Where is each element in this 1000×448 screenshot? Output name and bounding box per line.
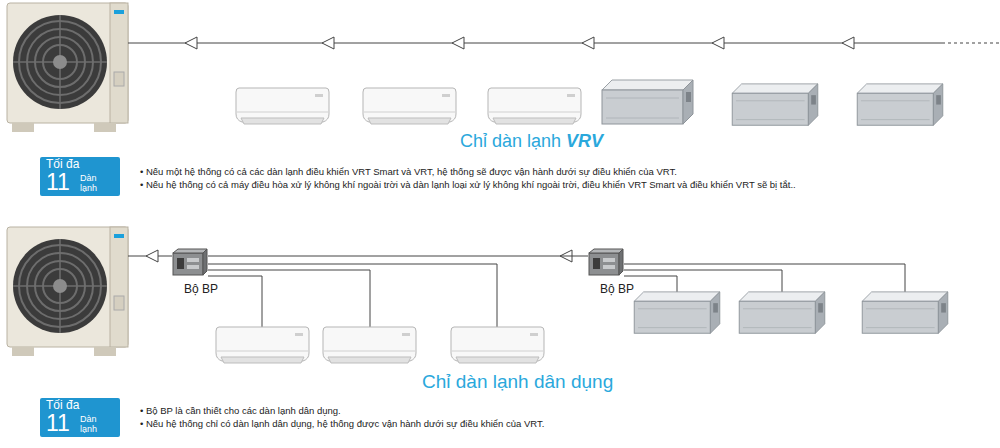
branch-pipe: [624, 270, 782, 292]
flow-arrow: [185, 37, 197, 49]
section-heading: VRV: [566, 130, 603, 152]
branch-pipe: [208, 264, 497, 327]
max-units-badge: Tối đa11Dàn lạnh: [40, 157, 120, 196]
bp-unit-symbol: [588, 248, 624, 278]
ducted-indoor-unit: [634, 292, 720, 333]
bp-unit: Bộ BP: [172, 248, 208, 278]
ducted-indoor-unit: [857, 84, 943, 125]
flow-arrow: [842, 37, 854, 49]
note-text: • Nếu hệ thống chỉ có dàn lạnh dân dụng,…: [140, 418, 544, 430]
branch-pipe: [624, 264, 905, 292]
badge-text: Tối đa: [46, 158, 112, 171]
flow-arrow: [582, 37, 594, 49]
section-heading: Chỉ dàn lạnh dân dụng: [422, 370, 613, 393]
badge-text: Tối đa: [46, 399, 112, 412]
flow-arrow: [452, 37, 464, 49]
unit-label: Bộ BP: [600, 282, 636, 296]
ducted-indoor-unit: [732, 84, 818, 125]
wall-indoor-unit: [216, 327, 309, 363]
ducted-indoor-unit: [602, 80, 693, 124]
max-units-badge: Tối đa11Dàn lạnh: [40, 398, 120, 437]
unit-count: 11: [46, 412, 76, 435]
outdoor-unit: [7, 3, 128, 132]
ducted-indoor-unit: [862, 292, 948, 333]
flow-arrow: [322, 37, 334, 49]
note-text: • Nếu hệ thống có cả máy điều hòa xử lý …: [140, 179, 796, 191]
unit-label: Bộ BP: [184, 282, 220, 296]
flow-arrow: [712, 37, 724, 49]
outdoor-unit: [7, 227, 128, 356]
bp-unit: Bộ BP: [588, 248, 624, 278]
refrigerant-pipe: [128, 43, 945, 44]
wall-indoor-unit: [363, 88, 456, 124]
wall-indoor-unit: [488, 88, 581, 124]
note-text: • Nếu một hệ thống có cả các dàn lạnh đi…: [140, 166, 677, 178]
section-heading: Chỉ dàn lạnh: [460, 130, 561, 152]
unit-count: 11: [46, 171, 76, 194]
branch-pipe: [208, 270, 370, 327]
badge-text: Dàn lạnh: [80, 173, 106, 193]
flow-arrow: [146, 250, 158, 262]
wall-indoor-unit: [236, 88, 329, 124]
pipe-continuation: [948, 42, 1000, 43]
wall-indoor-unit: [451, 327, 544, 363]
refrigerant-pipe: [208, 256, 588, 257]
ducted-indoor-unit: [739, 292, 825, 333]
note-text: • Bộ BP là cần thiết cho các dàn lạnh dâ…: [140, 405, 341, 417]
bp-unit-symbol: [172, 248, 208, 278]
wall-indoor-unit: [323, 327, 416, 363]
badge-text: Dàn lạnh: [80, 414, 106, 434]
